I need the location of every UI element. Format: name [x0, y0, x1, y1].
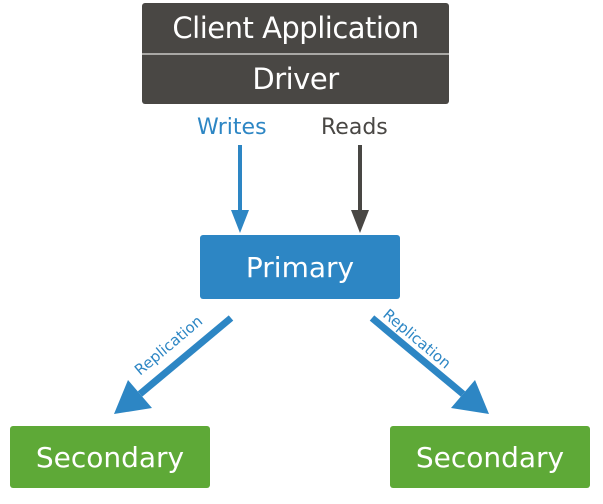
primary-node: Primary [200, 235, 400, 299]
reads-label: Reads [321, 115, 388, 140]
secondary-right-label: Secondary [415, 440, 565, 474]
replication-arrow-left: Replication [114, 312, 234, 414]
secondary-node-left: Secondary [10, 426, 210, 488]
client-application-label: Client Application [172, 10, 419, 45]
secondary-node-right: Secondary [390, 426, 590, 488]
reads-arrow [351, 145, 369, 233]
writes-label: Writes [197, 115, 267, 140]
driver-label: Driver [252, 62, 339, 97]
client-driver-divider [142, 52, 449, 55]
client-application-box: Client Application Driver [142, 3, 449, 104]
replication-right-label: Replication [379, 305, 454, 372]
writes-arrow [231, 145, 249, 233]
secondary-left-label: Secondary [35, 440, 185, 474]
replication-arrow-right: Replication [369, 305, 489, 414]
primary-label: Primary [245, 250, 355, 284]
